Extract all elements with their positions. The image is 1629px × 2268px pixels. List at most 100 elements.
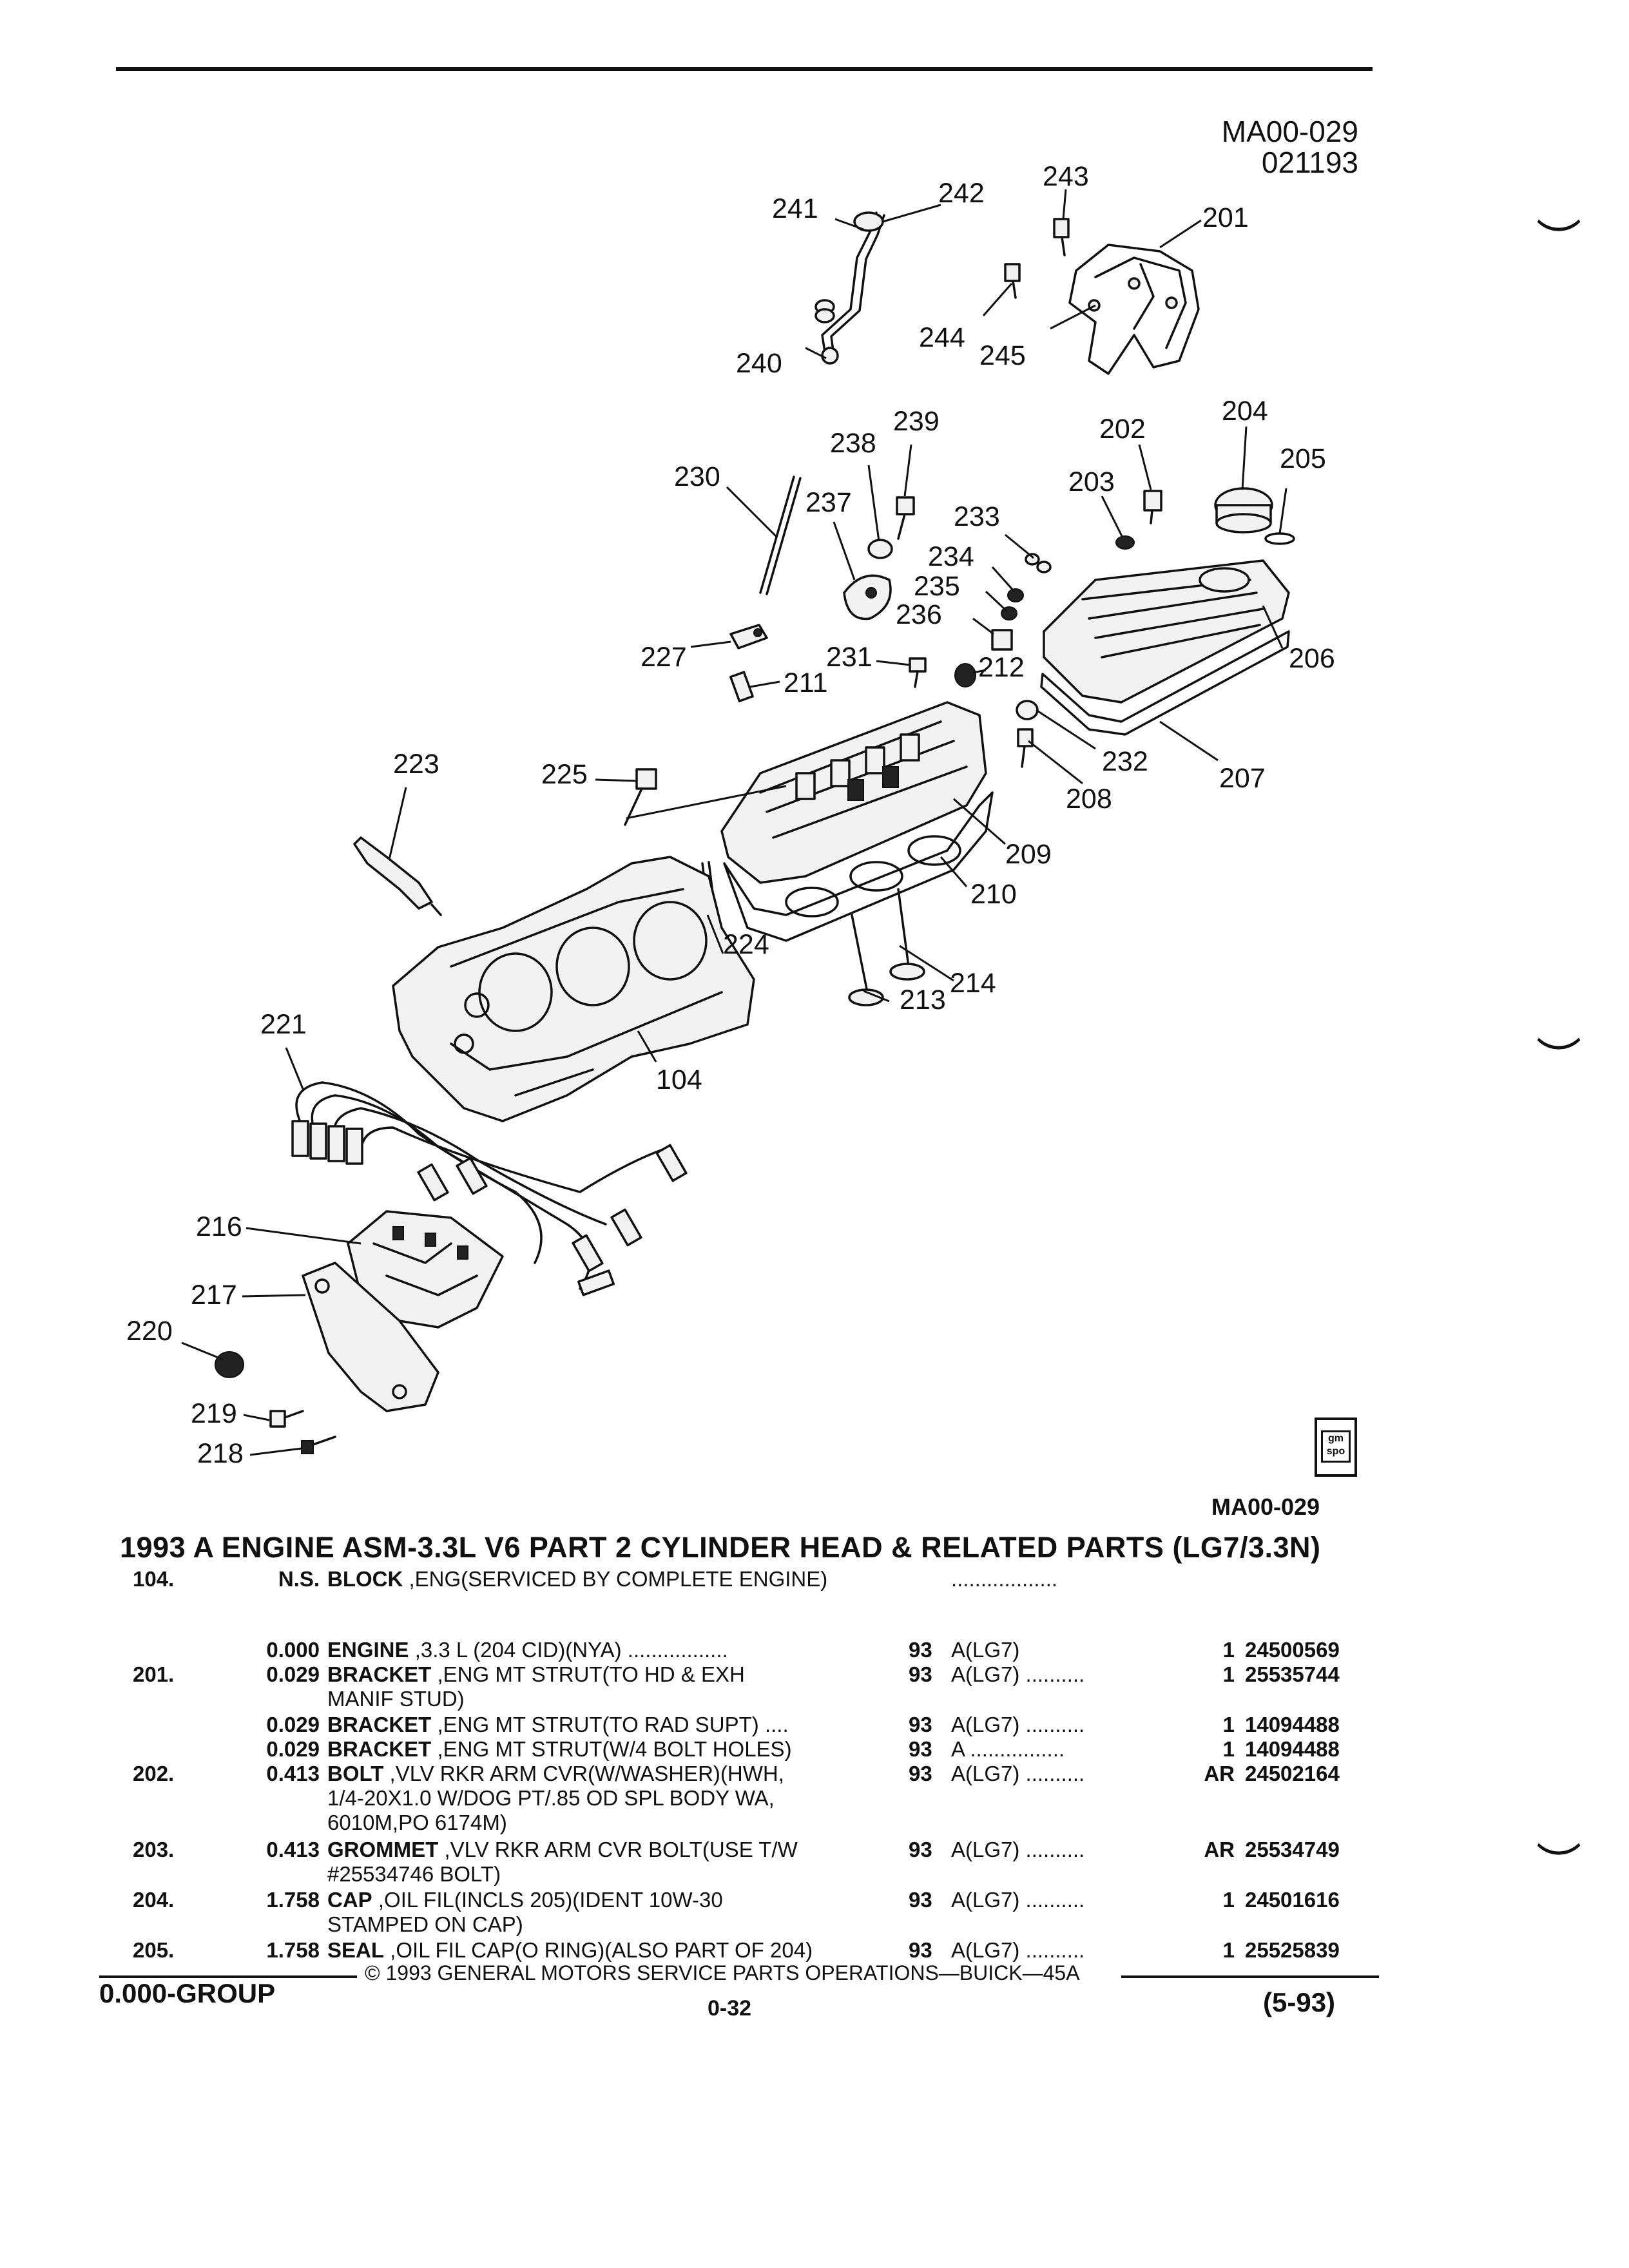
- per-qty: 1: [1222, 1662, 1235, 1686]
- quantity: 0.000: [266, 1638, 320, 1662]
- part-name: BOLT: [327, 1762, 384, 1785]
- callout-label: 239: [893, 406, 940, 437]
- description: BRACKET ,ENG MT STRUT(W/4 BOLT HOLES): [327, 1737, 1036, 1762]
- callout-label: 203: [1068, 466, 1115, 497]
- callout-label: 213: [900, 985, 946, 1015]
- part-name: SEAL: [327, 1938, 385, 1962]
- valve-rocker-arm-cover-part: [1043, 559, 1290, 704]
- callout-label: 206: [1289, 643, 1335, 674]
- year: 93: [909, 1662, 932, 1686]
- model: A(LG7) ..........: [951, 1838, 1085, 1861]
- part-desc: ,ENG(SERVICED BY COMPLETE ENGINE): [403, 1567, 828, 1591]
- description: BOLT ,VLV RKR ARM CVR(W/WASHER)(HWH,1/4-…: [327, 1762, 1036, 1835]
- parts-table: 104. N.S. BLOCK ,ENG(SERVICED BY COMPLET…: [120, 1567, 1376, 1962]
- gm-spo-logo: gm spo: [1315, 1418, 1357, 1477]
- part-desc: ,VLV RKR ARM CVR(W/WASHER)(HWH,: [383, 1762, 784, 1785]
- callout-label: 210: [970, 879, 1017, 910]
- year: 93: [909, 1762, 932, 1785]
- part-number: 25534749: [1245, 1838, 1340, 1861]
- callout-label: 225: [541, 759, 588, 790]
- callout-label: 201: [1202, 202, 1249, 233]
- description: BLOCK ,ENG(SERVICED BY COMPLETE ENGINE): [327, 1567, 1036, 1591]
- callout-label: 235: [914, 571, 960, 602]
- callout-label: 244: [919, 322, 965, 353]
- description: ENGINE ,3.3 L (204 CID)(NYA) ...........…: [327, 1638, 1036, 1662]
- part-desc-line2: STAMPED ON CAP): [327, 1912, 523, 1936]
- callout-label: 243: [1043, 161, 1089, 192]
- callout-label: 230: [674, 461, 720, 492]
- valve-cover-gasket-part: [1040, 630, 1290, 736]
- quantity: N.S.: [278, 1567, 320, 1591]
- quantity: 0.029: [266, 1713, 320, 1736]
- year: 93: [909, 1938, 932, 1962]
- part-name: CAP: [327, 1888, 372, 1912]
- diagram-id-bottom: MA00-029: [1211, 1494, 1320, 1520]
- diagram-id-header: MA00-029 021193: [1222, 116, 1358, 178]
- eng-mt-strut-bracket-part: [1068, 244, 1200, 375]
- quantity: 1.758: [266, 1888, 320, 1912]
- valve-springs-group: [795, 733, 920, 801]
- model: ..................: [951, 1567, 1058, 1591]
- part-desc: ,VLV RKR ARM CVR BOLT(USE T/W: [438, 1838, 798, 1861]
- quantity: 0.029: [266, 1737, 320, 1761]
- spark-plug-wires-part: [295, 1081, 543, 1264]
- callout-label: 220: [126, 1316, 173, 1347]
- callout-label: 241: [772, 193, 818, 224]
- part-number: 24502164: [1245, 1762, 1340, 1785]
- year: 93: [909, 1713, 932, 1736]
- part-name: BLOCK: [327, 1567, 403, 1591]
- part-desc: ,OIL FIL(INCLS 205)(IDENT 10W-30: [372, 1888, 723, 1912]
- year: 93: [909, 1737, 932, 1761]
- per-qty: 1: [1222, 1938, 1235, 1962]
- diagram-date: 021193: [1261, 146, 1358, 180]
- callout-label: 236: [896, 599, 942, 630]
- callout-label: 214: [950, 968, 996, 999]
- part-name: BRACKET: [327, 1662, 432, 1686]
- year: 93: [909, 1838, 932, 1861]
- quantity: 0.413: [266, 1838, 320, 1861]
- part-number: 25525839: [1245, 1938, 1340, 1962]
- rocker-arm-part: [843, 574, 892, 620]
- callout-label: 234: [928, 541, 974, 572]
- part-desc-line2: #25534746 BOLT): [327, 1862, 501, 1886]
- callout-label: 232: [1102, 746, 1148, 777]
- diagram-id: MA00-029: [1221, 115, 1358, 148]
- model: A(LG7) ..........: [951, 1762, 1085, 1785]
- callout-label: 224: [723, 929, 769, 960]
- quantity: 0.413: [266, 1762, 320, 1785]
- item-number: 205.: [133, 1938, 175, 1962]
- part-name: GROMMET: [327, 1838, 439, 1861]
- part-desc-line2: 1/4-20X1.0 W/DOG PT/.85 OD SPL BODY WA,: [327, 1786, 775, 1810]
- table-row: 104. N.S. BLOCK ,ENG(SERVICED BY COMPLET…: [120, 1567, 1376, 1613]
- part-desc-line2: MANIF STUD): [327, 1687, 465, 1711]
- part-desc: ,ENG MT STRUT(W/4 BOLT HOLES): [431, 1737, 792, 1761]
- margin-mark: ︶: [1536, 216, 1581, 267]
- part-number: 14094488: [1245, 1737, 1340, 1761]
- model: A ................: [951, 1737, 1065, 1761]
- exploded-parts-diagram: 241 242 243 201 240 244 245 230 238 239 …: [126, 161, 1335, 1469]
- per-qty: 1: [1222, 1737, 1235, 1761]
- leader-lines: [181, 189, 1287, 1456]
- footer-page-number: 0-32: [708, 1996, 752, 2021]
- callout-label: 242: [938, 178, 985, 209]
- part-number: 14094488: [1245, 1713, 1340, 1736]
- gm-spo-logo-text: gm spo: [1321, 1430, 1351, 1463]
- model: A(LG7) ..........: [951, 1938, 1085, 1962]
- callout-label: 202: [1099, 414, 1146, 445]
- part-desc: ,ENG MT STRUT(TO RAD SUPT) ....: [431, 1713, 789, 1736]
- callout-label: 204: [1222, 396, 1268, 427]
- callout-label: 238: [830, 428, 876, 459]
- description: SEAL ,OIL FIL CAP(O RING)(ALSO PART OF 2…: [327, 1938, 1036, 1963]
- callout-label: 219: [191, 1398, 237, 1429]
- cylinder-head-gasket-part: [723, 791, 994, 942]
- coil-bracket-part: [302, 1262, 439, 1412]
- part-number: 24501616: [1245, 1888, 1340, 1912]
- per-qty: AR: [1204, 1838, 1235, 1861]
- per-qty: 1: [1222, 1888, 1235, 1912]
- callout-label: 231: [826, 642, 872, 673]
- callout-label: 211: [784, 668, 828, 698]
- part-desc-line3: 6010M,PO 6174M): [327, 1811, 507, 1834]
- item-number: 204.: [133, 1888, 175, 1912]
- part-name: BRACKET: [327, 1713, 432, 1736]
